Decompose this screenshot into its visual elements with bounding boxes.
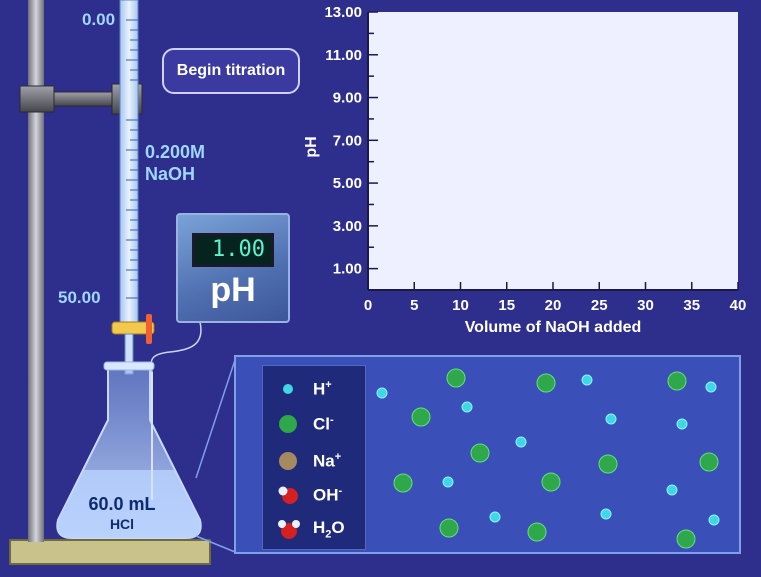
h-plus-particle [676, 418, 688, 430]
legend-item: H2O [275, 516, 345, 542]
ph-meter: 1.00 pH [176, 213, 290, 323]
stand-pole [28, 0, 44, 542]
y-tick-label: 9.00 [333, 90, 362, 107]
cl-minus-particle [536, 373, 556, 393]
cl-minus-particle [393, 473, 413, 493]
x-axis: 0 5 10 15 20 25 30 35 40 [364, 282, 747, 314]
legend-item: Na+ [275, 448, 341, 474]
legend-label: H+ [313, 378, 332, 399]
x-tick-label: 40 [730, 297, 747, 314]
particle-layer [376, 368, 720, 549]
h-plus-particle [705, 381, 717, 393]
cl-minus-particle [411, 407, 431, 427]
na-plus-ion-icon [275, 449, 301, 473]
y-axis: 1.00 3.00 5.00 7.00 9.00 11.00 13.00 [324, 4, 378, 291]
legend-label: Cl- [313, 413, 334, 434]
y-tick-label: 5.00 [333, 175, 362, 192]
cl-minus-particle [470, 443, 490, 463]
cl-minus-particle [439, 518, 459, 538]
cl-minus-particle [667, 371, 687, 391]
zoom-line-top [195, 359, 236, 479]
flask-lip [103, 361, 155, 371]
oh-minus-ion-icon [275, 483, 301, 507]
titrant-concentration: 0.200M [145, 142, 206, 162]
cl-minus-particle [676, 529, 696, 549]
y-tick-label: 11.00 [325, 47, 362, 64]
x-axis-title: Volume of NaOH added [465, 319, 642, 336]
legend-label: H2O [313, 517, 345, 541]
titration-chart-svg: 1.00 3.00 5.00 7.00 9.00 11.00 13.00 0 5 10 15 20 2… [303, 4, 747, 336]
cl-minus-particle [598, 454, 618, 474]
h-plus-particle [666, 484, 678, 496]
x-tick-label: 15 [498, 297, 515, 314]
stand-clamp-left [19, 85, 55, 113]
h-plus-particle [489, 511, 501, 523]
burette-bottom-label: 50.00 [58, 288, 101, 307]
legend-label: OH- [313, 484, 343, 505]
h-plus-particle [515, 436, 527, 448]
y-tick-label: 1.00 [333, 261, 362, 278]
cl-minus-particle [446, 368, 466, 388]
x-tick-label: 0 [364, 297, 372, 314]
h-plus-particle [442, 476, 454, 488]
titrant-name: NaOH [145, 164, 196, 184]
legend-label: Na+ [313, 450, 342, 471]
y-tick-label: 7.00 [333, 132, 362, 149]
h-plus-ion-icon [275, 377, 301, 401]
x-tick-label: 10 [452, 297, 469, 314]
x-tick-label: 20 [545, 297, 562, 314]
h-plus-particle [581, 374, 593, 386]
legend-item: H+ [275, 376, 332, 402]
flask-solution [57, 470, 201, 538]
y-axis-title: pH [303, 136, 320, 157]
water-molecule-icon [275, 517, 301, 541]
x-tick-label: 30 [637, 297, 654, 314]
x-tick-label: 35 [683, 297, 700, 314]
h-plus-particle [376, 387, 388, 399]
y-tick-label: 3.00 [333, 218, 362, 235]
h-plus-particle [600, 508, 612, 520]
flask-label: 60.0 mL HCl [62, 494, 182, 534]
y-tick-label: 13.00 [324, 4, 362, 21]
cl-minus-particle [527, 522, 547, 542]
x-tick-label: 25 [591, 297, 608, 314]
flask-volume: 60.0 mL [88, 494, 156, 514]
plot-area [368, 12, 738, 290]
cl-minus-particle [699, 452, 719, 472]
titration-chart: 1.00 3.00 5.00 7.00 9.00 11.00 13.00 0 5 10 15 20 2… [290, 0, 761, 350]
titrant-label: 0.200M NaOH [145, 141, 205, 185]
ph-meter-display: 1.00 [192, 233, 274, 267]
ion-legend: H+ Cl- Na+ OH- H2O [262, 365, 366, 550]
clamp-arm [53, 91, 115, 107]
h-plus-particle [461, 401, 473, 413]
x-tick-label: 5 [410, 297, 418, 314]
cl-minus-ion-icon [275, 412, 301, 436]
zoom-line-bottom [195, 535, 236, 553]
stand-base [9, 539, 211, 565]
electrode-wire [150, 321, 202, 373]
cl-minus-particle [541, 472, 561, 492]
legend-item: OH- [275, 482, 342, 508]
begin-titration-button[interactable]: Begin titration [162, 48, 300, 94]
burette-top-label: 0.00 [82, 10, 116, 29]
legend-item: Cl- [275, 411, 334, 437]
flask-solution-name: HCl [109, 516, 135, 532]
ph-meter-label: pH [210, 271, 256, 309]
h-plus-particle [605, 413, 617, 425]
stopcock-handle [146, 314, 152, 344]
h-plus-particle [708, 514, 720, 526]
